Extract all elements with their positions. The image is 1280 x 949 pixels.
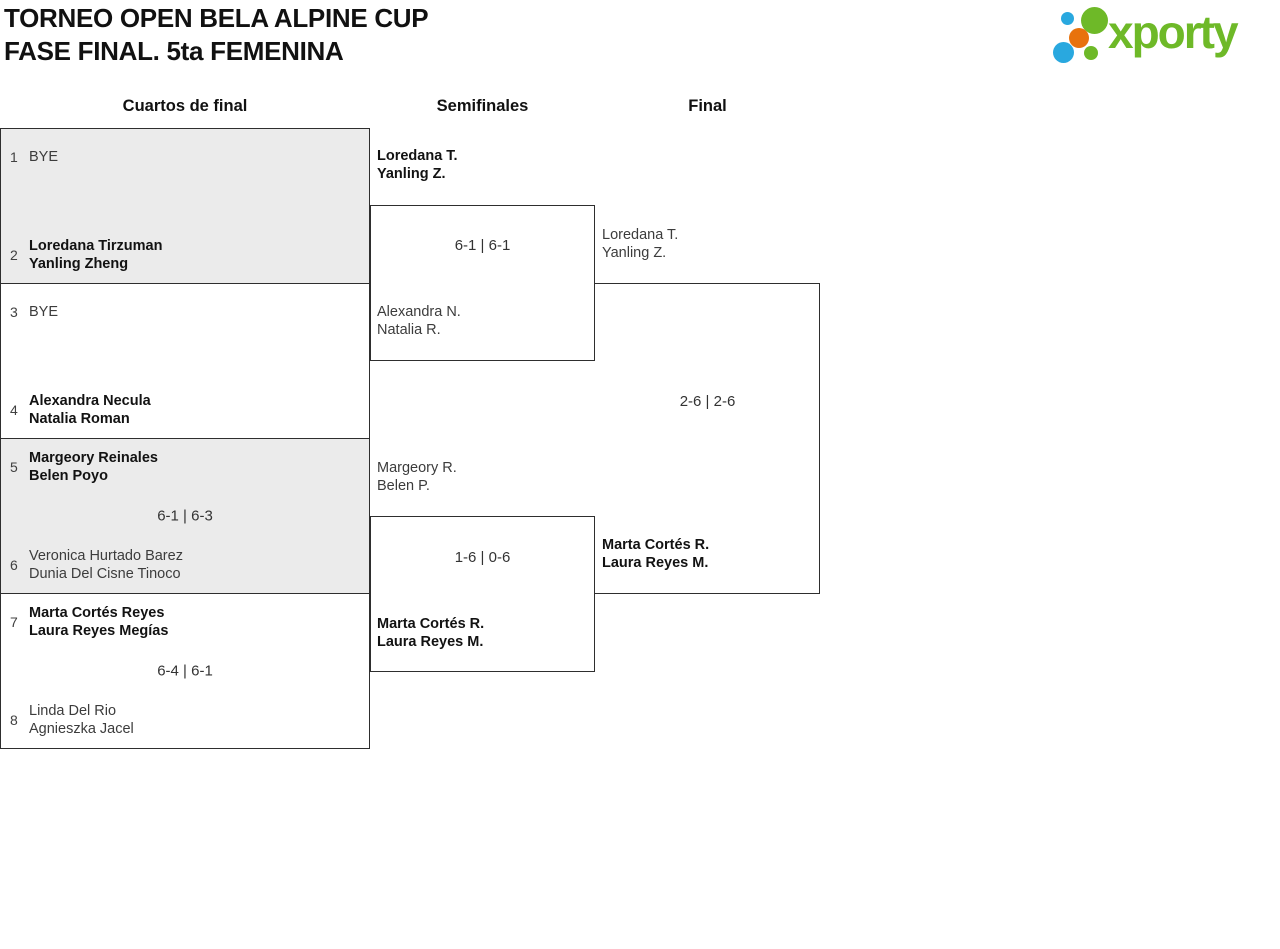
- team-line: BYE: [29, 149, 59, 165]
- team-name: BYE: [29, 303, 58, 321]
- team-line: Alexandra N.: [377, 304, 461, 320]
- match-slot-top: 1 BYE: [1, 138, 369, 176]
- match-score: 2-6 | 2-6: [679, 393, 736, 410]
- team-name: Linda Del Rio Agnieszka Jacel: [29, 702, 134, 738]
- final-match-box: [595, 283, 820, 594]
- team-line: Loredana Tirzuman: [29, 238, 163, 254]
- match-slot-top: 7 Marta Cortés Reyes Laura Reyes Megías: [1, 603, 369, 641]
- page-title: TORNEO OPEN BELA ALPINE CUP FASE FINAL. …: [4, 2, 429, 68]
- match-score: 6-1 | 6-1: [454, 237, 511, 254]
- team-name: Margeory Reinales Belen Poyo: [29, 449, 158, 485]
- team-name: Alexandra Necula Natalia Roman: [29, 392, 151, 428]
- round-header-semifinales: Semifinales: [436, 97, 529, 115]
- team-line: Yanling Z.: [602, 245, 667, 261]
- team-name: Loredana T. Yanling Z.: [377, 147, 458, 183]
- team-name: Marta Cortés Reyes Laura Reyes Megías: [29, 604, 168, 640]
- team-line: Laura Reyes M.: [377, 634, 484, 650]
- seed-number: 4: [10, 402, 18, 418]
- team-line: Veronica Hurtado Barez: [29, 548, 183, 564]
- semifinal-match-1-box: [370, 205, 595, 361]
- team-name: Marta Cortés R. Laura Reyes M.: [377, 615, 484, 651]
- phase-name: FASE FINAL. 5ta FEMENINA: [4, 36, 344, 66]
- team-name: BYE: [29, 148, 58, 166]
- team-line: Marta Cortés R.: [602, 537, 710, 553]
- quarterfinal-match-3: 5 Margeory Reinales Belen Poyo 6-1 | 6-3…: [0, 438, 370, 594]
- logo-wordmark: xporty: [1108, 6, 1239, 58]
- quarterfinal-match-4: 7 Marta Cortés Reyes Laura Reyes Megías …: [0, 593, 370, 749]
- quarterfinal-match-2: 3 BYE 4 Alexandra Necula Natalia Roman: [0, 283, 370, 439]
- tournament-name: TORNEO OPEN BELA ALPINE CUP: [4, 3, 429, 33]
- round-header-final: Final: [688, 97, 727, 115]
- match-slot-bottom: 8 Linda Del Rio Agnieszka Jacel: [1, 701, 369, 739]
- seed-number: 2: [10, 247, 18, 263]
- seed-number: 1: [10, 149, 18, 165]
- team-line: Margeory R.: [377, 460, 457, 476]
- logo-dot-blue-large-icon: [1053, 42, 1074, 63]
- seed-number: 5: [10, 459, 18, 475]
- semifinal-match-2-box: [370, 516, 595, 672]
- match-slot-top: 3 BYE: [1, 293, 369, 331]
- team-line: Belen P.: [377, 478, 430, 494]
- team-line: Natalia R.: [377, 322, 441, 338]
- logo-dot-orange-icon: [1069, 28, 1089, 48]
- seed-number: 8: [10, 712, 18, 728]
- team-name: Loredana Tirzuman Yanling Zheng: [29, 237, 162, 273]
- quarterfinal-match-1: 1 BYE 2 Loredana Tirzuman Yanling Zheng: [0, 128, 370, 284]
- team-line: Dunia Del Cisne Tinoco: [29, 566, 181, 582]
- team-line: Agnieszka Jacel: [29, 721, 134, 737]
- match-score: 6-1 | 6-3: [157, 507, 213, 525]
- logo-dot-blue-small-icon: [1061, 12, 1074, 25]
- team-line: Margeory Reinales: [29, 450, 158, 466]
- team-line: Yanling Zheng: [29, 256, 129, 272]
- match-slot-bottom: 6 Veronica Hurtado Barez Dunia Del Cisne…: [1, 546, 369, 584]
- logo-dot-green-small-icon: [1084, 46, 1098, 60]
- team-line: Laura Reyes M.: [602, 555, 709, 571]
- match-slot-top: 5 Margeory Reinales Belen Poyo: [1, 448, 369, 486]
- team-line: Belen Poyo: [29, 468, 108, 484]
- team-line: Alexandra Necula: [29, 393, 151, 409]
- team-line: BYE: [29, 304, 59, 320]
- match-score: 6-4 | 6-1: [157, 662, 213, 680]
- team-name: Alexandra N. Natalia R.: [377, 303, 461, 339]
- team-name: Margeory R. Belen P.: [377, 459, 457, 495]
- seed-number: 7: [10, 614, 18, 630]
- team-line: Loredana T.: [602, 227, 679, 243]
- team-line: Linda Del Rio: [29, 703, 117, 719]
- seed-number: 6: [10, 557, 18, 573]
- team-name: Veronica Hurtado Barez Dunia Del Cisne T…: [29, 547, 183, 583]
- team-line: Loredana T.: [377, 148, 458, 164]
- team-line: Marta Cortés Reyes: [29, 605, 165, 621]
- team-line: Marta Cortés R.: [377, 616, 485, 632]
- seed-number: 3: [10, 304, 18, 320]
- round-header-cuartos-de-final: Cuartos de final: [122, 97, 248, 115]
- team-line: Yanling Z.: [377, 166, 446, 182]
- match-score: 1-6 | 0-6: [454, 549, 511, 566]
- match-slot-bottom: 2 Loredana Tirzuman Yanling Zheng: [1, 236, 369, 274]
- team-line: Laura Reyes Megías: [29, 623, 169, 639]
- match-slot-bottom: 4 Alexandra Necula Natalia Roman: [1, 391, 369, 429]
- team-name: Loredana T. Yanling Z.: [602, 226, 678, 262]
- team-line: Natalia Roman: [29, 411, 130, 427]
- team-name: Marta Cortés R. Laura Reyes M.: [602, 536, 709, 572]
